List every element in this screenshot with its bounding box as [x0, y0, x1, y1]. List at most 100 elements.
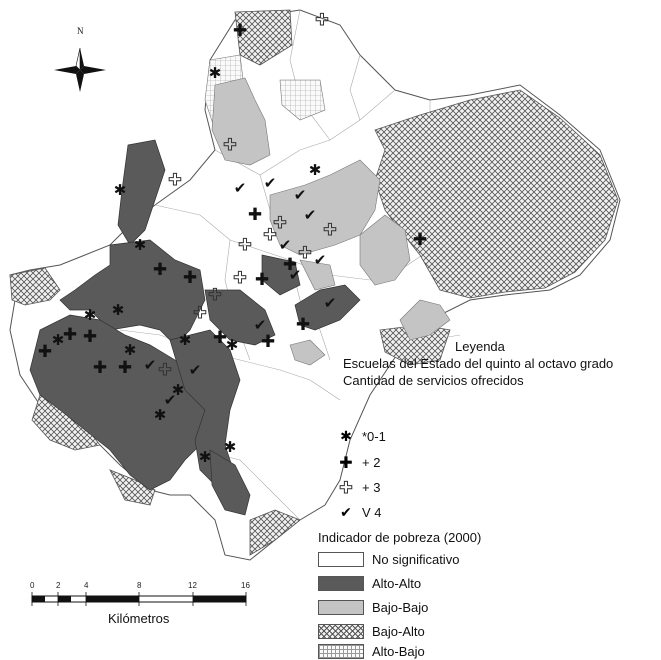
svg-text:✚: ✚	[153, 260, 167, 280]
svg-text:✚: ✚	[261, 332, 275, 352]
svg-text:✱: ✱	[226, 336, 239, 354]
poverty-class-alto-alto: Alto-Alto	[318, 574, 421, 592]
poverty-class-label: Bajo-Alto	[372, 623, 425, 639]
svg-text:✚: ✚	[208, 285, 221, 304]
swatch-crosshatch	[318, 623, 364, 639]
svg-text:✚: ✚	[238, 235, 251, 254]
svg-text:✔: ✔	[189, 361, 202, 379]
poverty-class-label: Bajo-Bajo	[372, 599, 429, 615]
swatch-white	[318, 551, 364, 567]
svg-text:✱: ✱	[114, 181, 127, 199]
poverty-class-label: Alto-Alto	[372, 575, 422, 591]
svg-text:✱: ✱	[309, 161, 322, 179]
svg-text:✔: ✔	[340, 505, 352, 520]
svg-text:✚: ✚	[296, 315, 310, 335]
poverty-class-label: Alto-Bajo	[372, 643, 425, 659]
scale-tick-label: 2	[56, 581, 61, 590]
svg-text:✚: ✚	[233, 21, 247, 41]
svg-text:✚: ✚	[183, 268, 197, 288]
svg-text:✚: ✚	[213, 328, 227, 348]
svg-text:✚: ✚	[339, 454, 352, 470]
svg-text:✚: ✚	[273, 213, 286, 232]
poverty-legend-title: Indicador de pobreza (2000)	[318, 530, 482, 545]
svg-text:✚: ✚	[283, 255, 297, 275]
scale-tick-label: 16	[241, 581, 250, 590]
svg-text:✱: ✱	[224, 438, 237, 456]
region-bajo-bajo	[211, 77, 451, 366]
hollow-cross-icon: ✚	[339, 479, 353, 495]
legend-item-label: *0-1	[362, 428, 386, 444]
scale-unit-label: Kilómetros	[108, 611, 170, 626]
poverty-class-alto-bajo: Alto-Bajo	[318, 642, 425, 660]
svg-text:✚: ✚	[158, 360, 171, 379]
north-label: N	[77, 26, 84, 36]
scale-tick-label: 12	[188, 581, 197, 590]
region-bajo-alto	[9, 9, 619, 556]
svg-text:✔: ✔	[314, 251, 327, 269]
svg-text:✚: ✚	[263, 225, 276, 244]
svg-text:✚: ✚	[118, 358, 132, 378]
legend-item-black-cross: ✚ + 2	[338, 453, 380, 471]
svg-text:✔: ✔	[289, 266, 302, 284]
svg-text:✚: ✚	[315, 10, 328, 29]
svg-text:✚: ✚	[339, 479, 352, 495]
svg-text:✚: ✚	[248, 205, 262, 225]
svg-text:✱: ✱	[112, 301, 125, 319]
legend-item-label: + 3	[362, 479, 381, 495]
school-markers-checkmark: ✔✔✔ ✔✔✔ ✔✔✔ ✔✔✔	[144, 174, 337, 409]
svg-text:✔: ✔	[144, 356, 157, 374]
svg-text:✔: ✔	[234, 179, 247, 197]
svg-text:✚: ✚	[168, 170, 181, 189]
svg-text:✚: ✚	[223, 135, 236, 154]
svg-text:✔: ✔	[304, 206, 317, 224]
svg-text:✚: ✚	[38, 342, 52, 362]
svg-text:✔: ✔	[279, 236, 292, 254]
poverty-class-bajo-alto: Bajo-Alto	[318, 622, 425, 640]
legend-item-asterisk: ✱ *0-1	[338, 427, 386, 445]
svg-text:✱: ✱	[179, 331, 192, 349]
asterisk-icon: ✱	[340, 429, 352, 444]
scale-tick-label: 4	[84, 581, 89, 590]
swatch-grid	[318, 643, 364, 659]
region-alto-alto	[29, 139, 361, 516]
svg-text:✔: ✔	[294, 186, 307, 204]
svg-text:✱: ✱	[340, 429, 352, 444]
compass-rose-icon	[54, 47, 106, 92]
svg-text:✱: ✱	[84, 306, 97, 324]
svg-text:✚: ✚	[193, 303, 206, 322]
svg-text:✚: ✚	[63, 325, 77, 345]
legend-title: Leyenda	[455, 339, 505, 354]
svg-text:✱: ✱	[52, 331, 65, 349]
svg-text:✔: ✔	[264, 174, 277, 192]
legend-item-label: + 2	[362, 454, 381, 470]
poverty-class-label: No significativo	[372, 551, 460, 567]
svg-text:✚: ✚	[298, 243, 311, 262]
poverty-class-no-significativo: No significativo	[318, 550, 459, 568]
scale-bar	[31, 592, 247, 606]
svg-text:✚: ✚	[413, 230, 427, 250]
svg-text:✱: ✱	[124, 341, 137, 359]
legend-item-hollow-cross: ✚ + 3	[338, 478, 381, 496]
legend-item-label: V 4	[362, 504, 382, 520]
checkmark-icon: ✔	[340, 505, 352, 520]
scale-tick-label: 8	[137, 581, 142, 590]
swatch-dark-gray	[318, 575, 364, 591]
svg-text:✚: ✚	[93, 358, 107, 378]
school-markers-asterisk: ✱✱✱ ✱✱✱ ✱✱✱ ✱✱✱ ✱✱	[52, 64, 322, 466]
scale-tick-label: 0	[30, 581, 35, 590]
svg-text:✚: ✚	[323, 220, 336, 239]
svg-text:✱: ✱	[134, 236, 147, 254]
school-markers-hollow-cross: ✚✚✚ ✚✚✚ ✚✚✚ ✚✚✚	[158, 10, 337, 380]
legend-subtitle: Escuelas del Estado del quinto al octavo…	[343, 356, 614, 371]
poverty-class-bajo-bajo: Bajo-Bajo	[318, 598, 428, 616]
black-cross-icon: ✚	[339, 454, 352, 470]
legend-item-checkmark: ✔ V 4	[338, 503, 382, 521]
legend-subtitle-services: Cantidad de servicios ofrecidos	[343, 373, 524, 388]
svg-text:✚: ✚	[83, 327, 97, 347]
svg-text:✚: ✚	[255, 270, 269, 290]
svg-text:✔: ✔	[324, 294, 337, 312]
svg-text:✱: ✱	[199, 448, 212, 466]
swatch-light-gray	[318, 599, 364, 615]
svg-text:✱: ✱	[209, 64, 222, 82]
